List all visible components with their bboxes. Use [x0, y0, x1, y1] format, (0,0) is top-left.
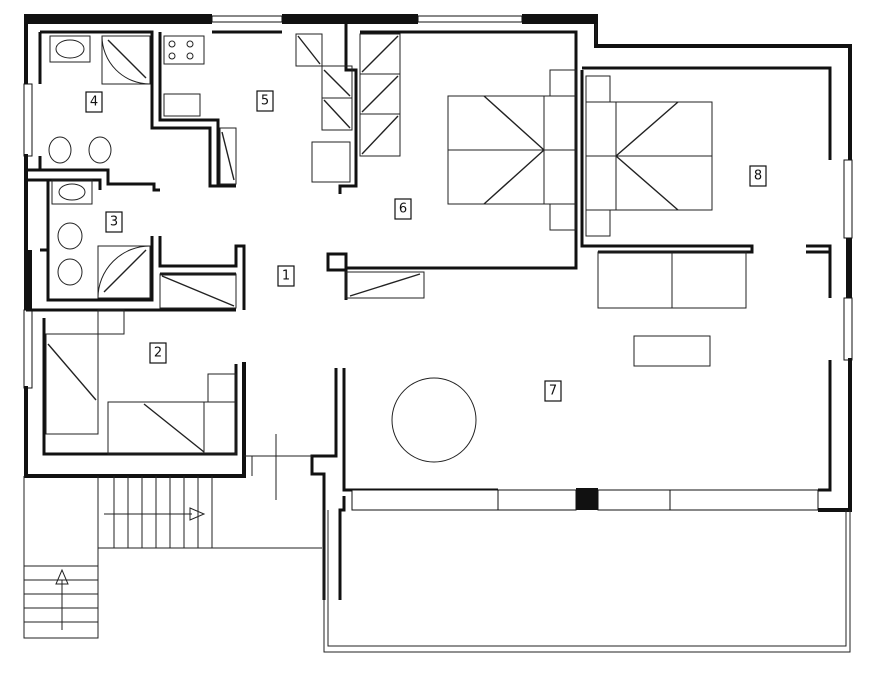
room-label-7: 7 — [544, 380, 562, 402]
svg-text:1: 1 — [282, 269, 290, 284]
room-label-3: 3 — [105, 211, 123, 233]
svg-text:4: 4 — [90, 95, 98, 110]
stairs — [23, 434, 322, 639]
room-label-4: 4 — [85, 91, 103, 113]
svg-text:2: 2 — [154, 346, 162, 361]
svg-text:6: 6 — [399, 202, 407, 217]
terrace — [323, 510, 851, 653]
room-label-2: 2 — [149, 342, 167, 364]
svg-text:7: 7 — [549, 384, 557, 399]
room-label-5: 5 — [256, 90, 274, 112]
interior-wall-lines — [26, 24, 832, 600]
exterior-walls — [23, 14, 853, 512]
room-label-6: 6 — [394, 198, 412, 220]
svg-text:5: 5 — [261, 94, 269, 109]
room-label-8: 8 — [749, 165, 767, 187]
room-label-1: 1 — [277, 265, 295, 287]
svg-text:3: 3 — [110, 215, 118, 230]
fixtures-furniture — [45, 33, 747, 463]
svg-text:8: 8 — [754, 169, 762, 184]
